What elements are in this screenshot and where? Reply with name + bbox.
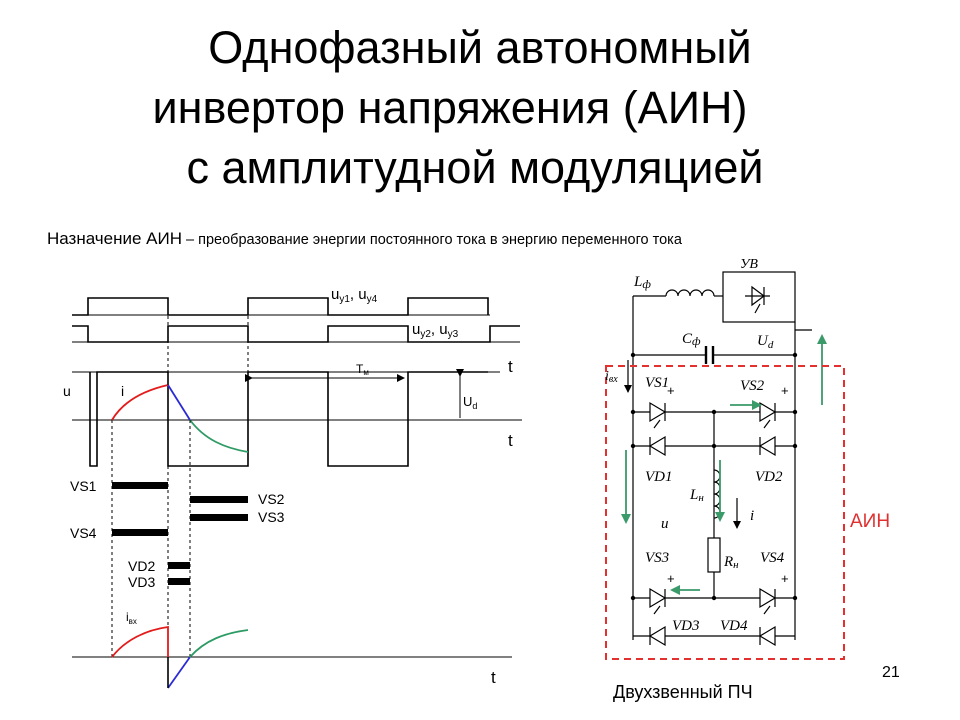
- output-current-blue: [167, 384, 191, 421]
- vs3-plus: +: [667, 571, 675, 586]
- vs2-conduction-bar: [190, 496, 248, 503]
- uy23-pulses: [72, 325, 520, 343]
- vs2-circuit-label: VS2: [740, 378, 765, 394]
- input-current-blue: [167, 656, 191, 689]
- cf-label: Cф: [682, 331, 701, 348]
- t-axis-label-3: t: [491, 668, 496, 687]
- circuit-caption: Двухзвенный ПЧ: [613, 682, 753, 702]
- vs1-circuit-label: VS1: [645, 375, 669, 391]
- current-path-arrows: [621, 334, 827, 595]
- vs1-conduction-bar: [112, 482, 168, 489]
- uy14-label: uу1, uу4: [331, 286, 378, 305]
- vd2-circuit-label: VD2: [755, 469, 783, 485]
- t-axis-label-1: t: [508, 357, 513, 376]
- ln-label: Lн: [689, 487, 704, 504]
- vs4-circuit-label: VS4: [760, 550, 785, 566]
- ln-inductor: [713, 469, 721, 519]
- slide-title: Однофазный автономный инвертор напряжени…: [0, 18, 960, 198]
- t-axis-label-2: t: [508, 431, 513, 450]
- purpose-lead: Назначение АИН: [47, 229, 183, 248]
- output-voltage-wave: [89, 371, 488, 467]
- purpose-statement: Назначение АИН – преобразование энергии …: [47, 229, 682, 249]
- ain-label: АИН: [850, 511, 890, 532]
- vs1-thyristor: [649, 401, 667, 429]
- vs3-label: VS3: [258, 509, 285, 525]
- title-line-1: Однофазный автономный: [208, 22, 752, 73]
- rn-label: Rн: [723, 554, 739, 571]
- tm-label: Tм: [356, 362, 369, 377]
- vd4-diode: [758, 625, 776, 647]
- uy23-label: uу2, uу3: [412, 321, 459, 340]
- time-markers: [111, 298, 249, 660]
- output-current-red: [111, 384, 169, 421]
- title-line-2: инвертор напряжения (АИН): [152, 82, 748, 133]
- ivx-label: iвх: [126, 610, 137, 626]
- uv-label: УВ: [740, 257, 758, 272]
- title-line-3: с амплитудной модуляцией: [186, 142, 764, 193]
- circuit-labels: Lф УВ Cф Ud iвх VS1 VS2 VD1 VD2 Lн u i R…: [605, 257, 890, 702]
- vs2-label: VS2: [258, 491, 285, 507]
- vd3-circuit-label: VD3: [672, 618, 700, 634]
- vd3-label: VD3: [128, 574, 155, 590]
- rn-resistor: [707, 537, 721, 573]
- timing-labels: uу1, uу4 uу2, uу3 t t t Tм Ud u i VS1 VS…: [63, 286, 513, 687]
- lf-label: Lф: [633, 274, 651, 291]
- vd2-conduction-bar: [168, 562, 190, 569]
- ivx-circuit-label: iвх: [605, 369, 618, 385]
- uy14-pulses: [72, 297, 489, 316]
- ud-circuit-label: Ud: [757, 333, 774, 351]
- slide-number: 21: [882, 664, 900, 681]
- vs2-thyristor: [759, 401, 777, 429]
- circuit-schematic: [605, 271, 845, 660]
- vd2-diode: [758, 435, 776, 457]
- vs2-plus: +: [781, 383, 789, 398]
- vs1-label: VS1: [70, 478, 97, 494]
- vs4-label: VS4: [70, 525, 97, 541]
- i-label: i: [121, 383, 124, 399]
- input-current-green: [189, 629, 249, 658]
- i-circuit-label: i: [750, 508, 754, 524]
- input-current-red: [111, 625, 169, 658]
- vd4-circuit-label: VD4: [720, 618, 748, 634]
- purpose-rest: – преобразование энергии постоянного ток…: [182, 232, 682, 248]
- ain-frame: [605, 365, 845, 660]
- uv-block: [722, 271, 796, 323]
- vs4-conduction-bar: [112, 529, 168, 536]
- vd3-diode: [648, 625, 666, 647]
- vd1-diode: [648, 435, 666, 457]
- vs3-thyristor: [649, 587, 667, 615]
- vs1-plus: +: [667, 383, 675, 398]
- vs4-thyristor: [759, 587, 777, 615]
- vd3-conduction-bar: [168, 578, 190, 585]
- lf-inductor: [665, 289, 715, 297]
- vd1-circuit-label: VD1: [645, 469, 673, 485]
- vd2-label: VD2: [128, 558, 155, 574]
- ud-label: Ud: [463, 394, 477, 411]
- vs4-plus: +: [781, 571, 789, 586]
- vs3-circuit-label: VS3: [645, 550, 669, 566]
- u-circuit-label: u: [661, 516, 669, 532]
- u-label: u: [63, 383, 71, 399]
- junction-dots: [630, 352, 798, 601]
- output-current-green: [189, 419, 249, 453]
- uv-thyristor-symbol: [745, 285, 770, 314]
- vs3-conduction-bar: [190, 514, 248, 521]
- timing-diagram: [72, 297, 522, 689]
